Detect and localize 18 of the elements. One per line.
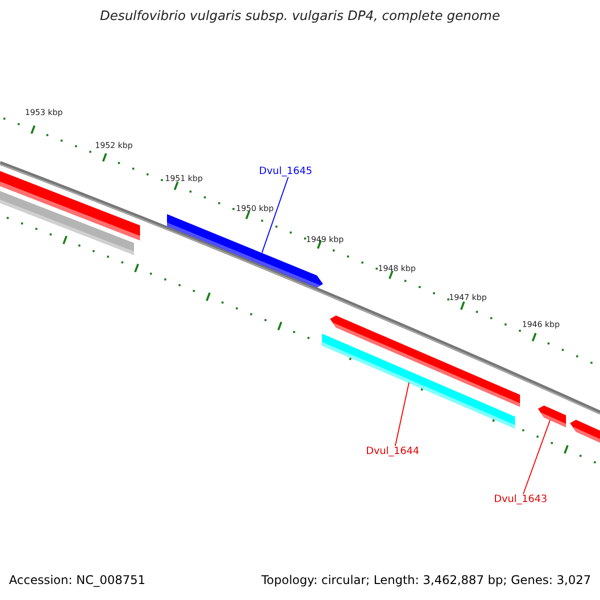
- scale-label: 1946 kbp: [522, 320, 560, 329]
- gene-bar: [538, 406, 566, 428]
- gene-label: Dvul_1645: [259, 166, 312, 177]
- gene-bar: [322, 334, 515, 429]
- gene-label: Dvul_1643: [494, 494, 548, 505]
- title: Desulfovibrio vulgaris subsp. vulgaris DP4, complete genome: [99, 9, 501, 24]
- scale-label: 1948 kbp: [378, 264, 416, 273]
- gene-label: Dvul_1644: [366, 446, 420, 457]
- genome-summary: Topology: circular; Length: 3,462,887 bp; Genes: 3,027: [261, 573, 591, 587]
- leader-line: [522, 420, 550, 494]
- scale-label: 1949 kbp: [306, 235, 344, 244]
- gene-bar: [570, 420, 600, 445]
- scale-label: 1953 kbp: [25, 108, 63, 117]
- gene-bar: [0, 189, 134, 255]
- leader-line: [262, 176, 289, 254]
- accession-text: Accession: NC_008751: [9, 573, 146, 587]
- leader-line: [394, 382, 410, 446]
- scale-label: 1951 kbp: [165, 174, 203, 183]
